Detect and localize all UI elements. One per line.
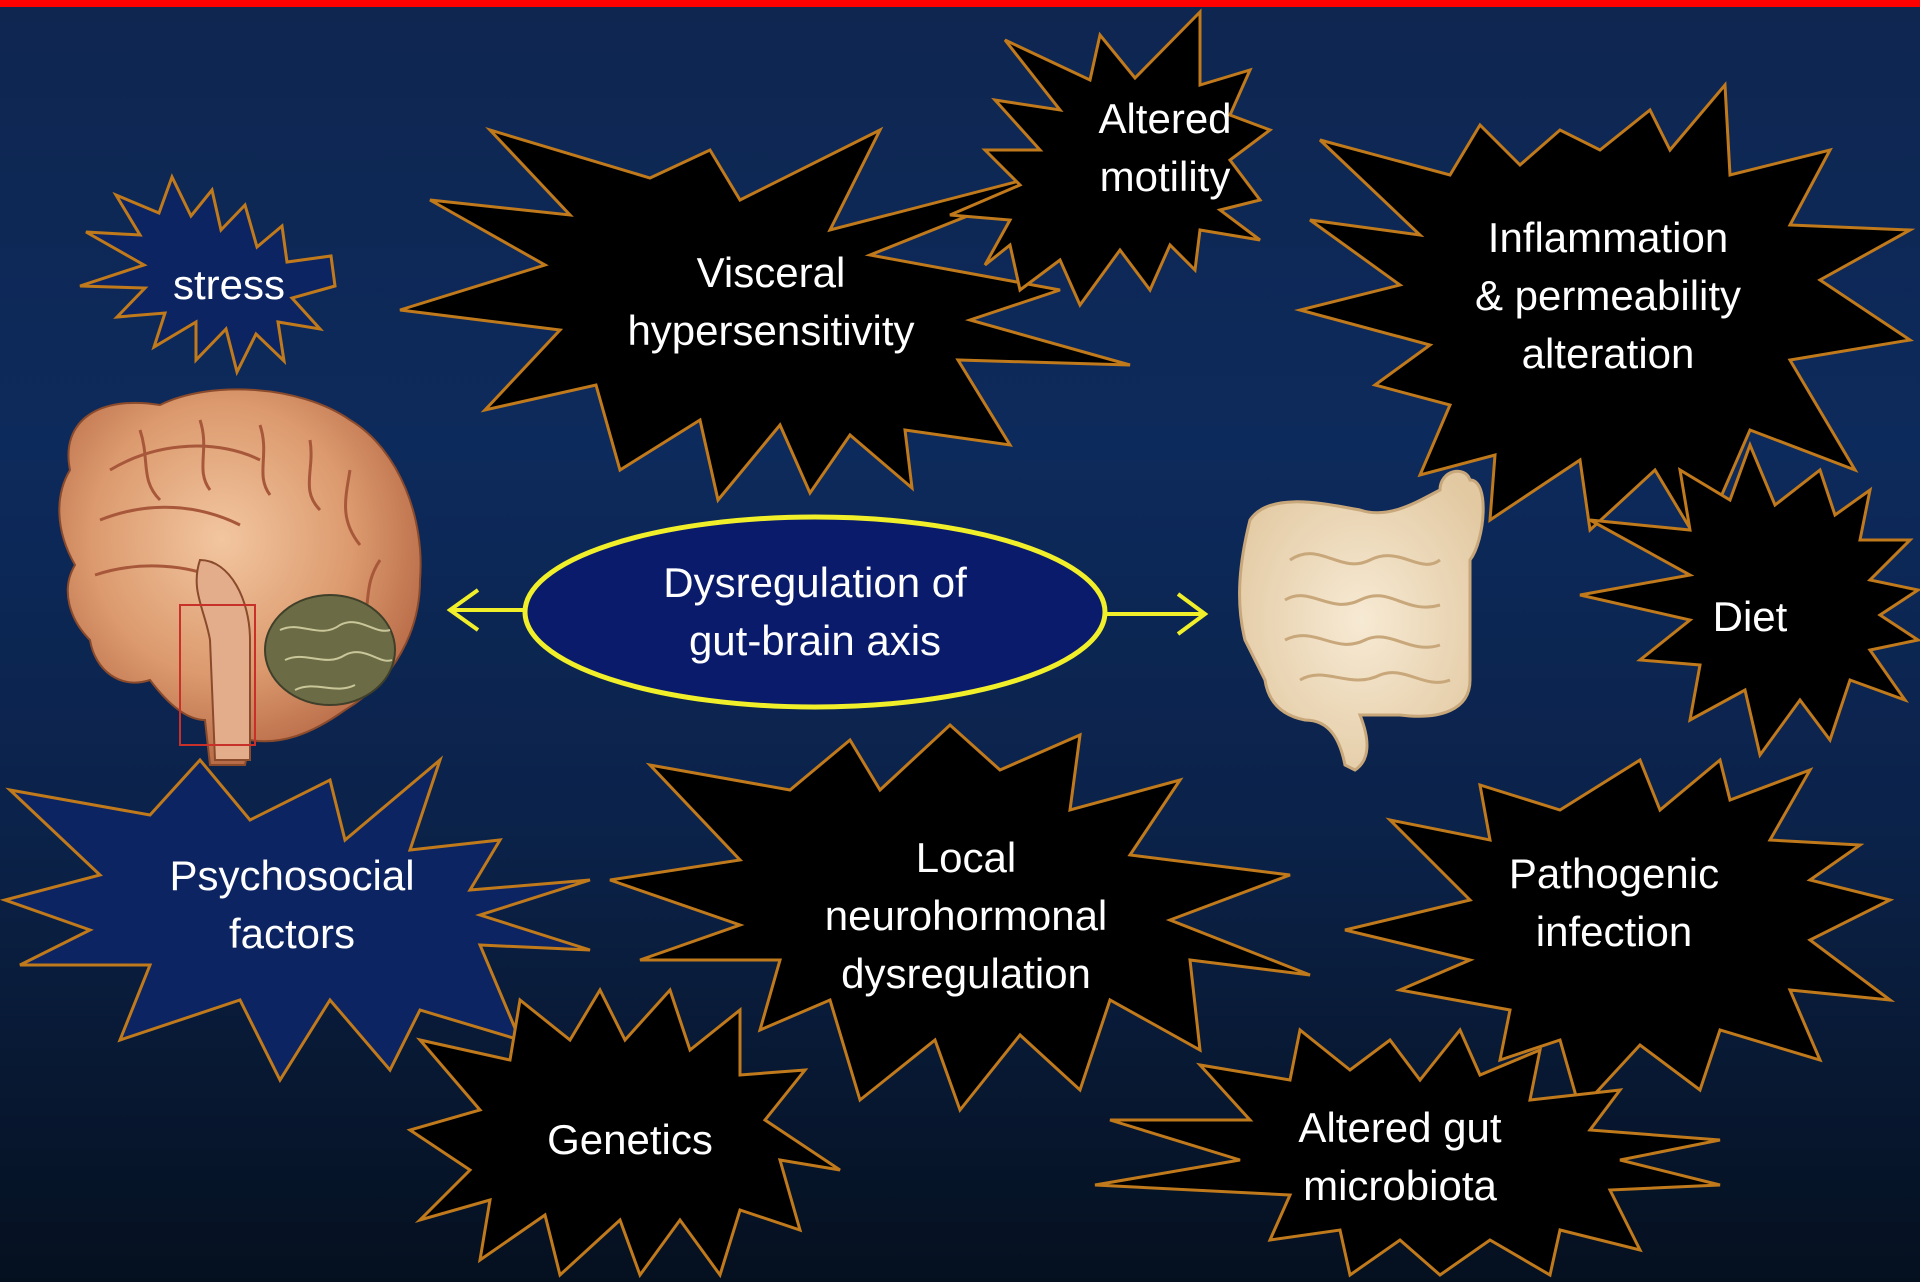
center-line-1: Dysregulation of [663, 554, 967, 612]
pathogenic-line-2: infection [1509, 903, 1719, 961]
microbiota-line-1: Altered gut [1298, 1099, 1501, 1157]
microbiota-label: Altered gut microbiota [1298, 1099, 1501, 1215]
inflammation-line-3: alteration [1475, 325, 1741, 383]
psychosocial-label: Psychosocial factors [169, 847, 414, 963]
neurohormonal-line-3: dysregulation [825, 945, 1108, 1003]
neurohormonal-label: Local neurohormonal dysregulation [825, 829, 1108, 1003]
motility-line-2: motility [1098, 148, 1231, 206]
pathogenic-line-1: Pathogenic [1509, 845, 1719, 903]
stress-line-1: stress [173, 256, 285, 314]
diet-label: Diet [1713, 588, 1788, 646]
visceral-label: Visceral hypersensitivity [627, 244, 914, 360]
visceral-line-2: hypersensitivity [627, 302, 914, 360]
genetics-label: Genetics [547, 1111, 713, 1169]
diet-line-1: Diet [1713, 588, 1788, 646]
inflammation-line-2: & permeability [1475, 267, 1741, 325]
center-line-2: gut-brain axis [663, 612, 967, 670]
pathogenic-label: Pathogenic infection [1509, 845, 1719, 961]
brain-image [59, 389, 420, 765]
psychosocial-line-2: factors [169, 905, 414, 963]
neurohormonal-line-1: Local [825, 829, 1108, 887]
inflammation-label: Inflammation & permeability alteration [1475, 209, 1741, 383]
visceral-line-1: Visceral [627, 244, 914, 302]
neurohormonal-line-2: neurohormonal [825, 887, 1108, 945]
motility-label: Altered motility [1098, 90, 1231, 206]
microbiota-line-2: microbiota [1298, 1157, 1501, 1215]
center-label: Dysregulation of gut-brain axis [663, 554, 967, 670]
genetics-line-1: Genetics [547, 1111, 713, 1169]
gut-image [1240, 471, 1484, 770]
motility-line-1: Altered [1098, 90, 1231, 148]
inflammation-line-1: Inflammation [1475, 209, 1741, 267]
stress-label: stress [173, 256, 285, 314]
psychosocial-line-1: Psychosocial [169, 847, 414, 905]
